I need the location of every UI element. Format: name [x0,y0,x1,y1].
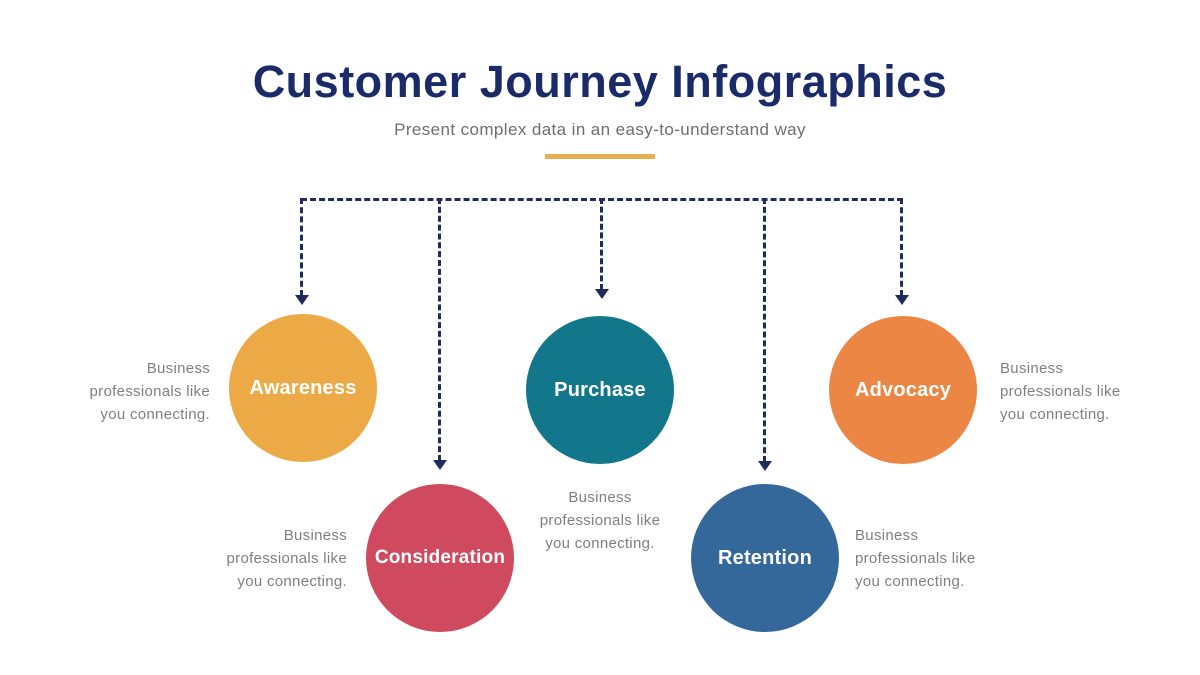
stage-description-retention: Business professionals like you connecti… [855,527,976,590]
stage-label: Awareness [249,376,357,399]
stage-description-awareness: Business professionals like you connecti… [89,360,210,423]
stage-circle-awareness: Awareness [229,314,377,462]
stage-label: Consideration [374,547,506,568]
arrow-down-icon [595,289,609,299]
stage-label: Purchase [554,378,646,401]
stage-circle-advocacy: Advocacy [829,316,977,464]
connector-line-retention [763,198,766,462]
connector-line-awareness [300,198,303,296]
stage-label: Retention [717,546,813,569]
page-subtitle: Present complex data in an easy-to-under… [394,120,806,139]
stage-circle-consideration: Consideration [366,484,514,632]
stage-circle-retention: Retention [691,484,839,632]
stage-description-purchase: Business professionals like you connecti… [539,489,661,552]
connector-line-advocacy [900,198,903,296]
stage-circle-purchase: Purchase [526,316,674,464]
stage-description-consideration: Business professionals like you connecti… [226,527,347,590]
arrow-down-icon [295,295,309,305]
title-underline-accent [545,154,655,159]
stage-description-advocacy: Business professionals like you connecti… [1000,360,1121,423]
arrow-down-icon [433,460,447,470]
arrow-down-icon [758,461,772,471]
stage-label: Advocacy [854,378,952,401]
connector-line-purchase [600,198,603,290]
connector-line-consideration [438,198,441,461]
arrow-down-icon [895,295,909,305]
page-title: Customer Journey Infographics [252,56,948,107]
